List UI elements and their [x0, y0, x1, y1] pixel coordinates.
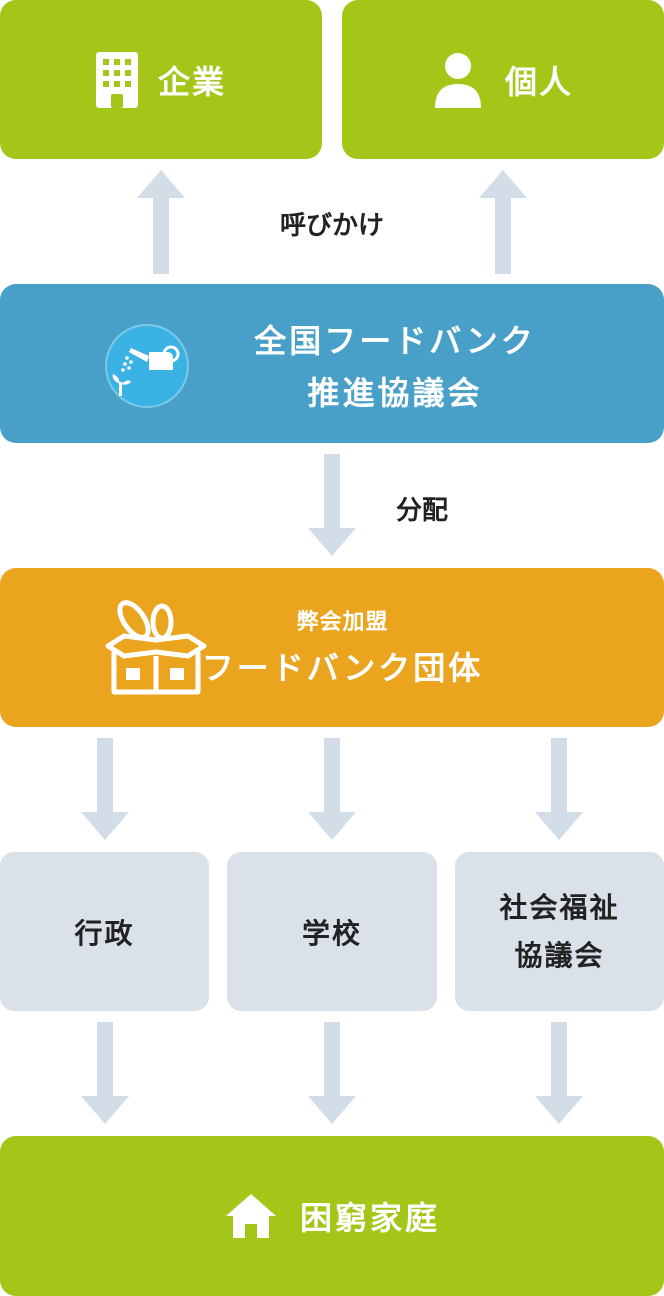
welfare-box: 社会福祉 協議会 — [455, 852, 664, 1011]
call-label: 呼びかけ — [279, 211, 384, 241]
company-box: 企業 — [0, 0, 322, 159]
down-arrow-distribute — [308, 454, 356, 556]
individual-box: 個人 — [342, 0, 664, 159]
school-label: 学校 — [301, 916, 362, 950]
needy-family-label: 困窮家庭 — [299, 1199, 440, 1237]
distribute-label: 分配 — [396, 496, 449, 526]
council-line2: 推進協議会 — [307, 374, 483, 412]
gov-label: 行政 — [74, 916, 135, 950]
welfare-line1: 社会福祉 — [499, 890, 620, 924]
foodbank-subtitle: 弊会加盟 — [296, 610, 389, 635]
needy-family-box: 困窮家庭 — [0, 1136, 664, 1296]
down-arrow-gov-bottom — [81, 1022, 129, 1124]
down-arrow-school-bottom — [308, 1022, 356, 1124]
down-arrow-welfare-bottom — [535, 1022, 583, 1124]
gov-box: 行政 — [0, 852, 209, 1011]
individual-label: 個人 — [504, 62, 573, 101]
up-arrow-right — [479, 170, 527, 274]
food-box-icon — [105, 600, 207, 695]
down-arrow-welfare — [535, 738, 583, 840]
foodbank-title: フードバンク団体 — [201, 649, 484, 687]
council-box: 全国フードバンク 推進協議会 — [0, 284, 664, 443]
house-icon — [225, 1194, 276, 1238]
foodbank-box: 弊会加盟 フードバンク団体 — [0, 568, 664, 727]
company-label: 企業 — [157, 62, 226, 101]
building-icon — [95, 51, 138, 108]
down-arrow-gov — [81, 738, 129, 840]
person-icon — [434, 52, 481, 108]
welfare-line2: 協議会 — [514, 938, 605, 972]
up-arrow-left — [137, 170, 185, 274]
watering-can-icon — [105, 324, 189, 408]
council-line1: 全国フードバンク — [254, 322, 536, 360]
school-box: 学校 — [227, 852, 437, 1011]
down-arrow-school — [308, 738, 356, 840]
